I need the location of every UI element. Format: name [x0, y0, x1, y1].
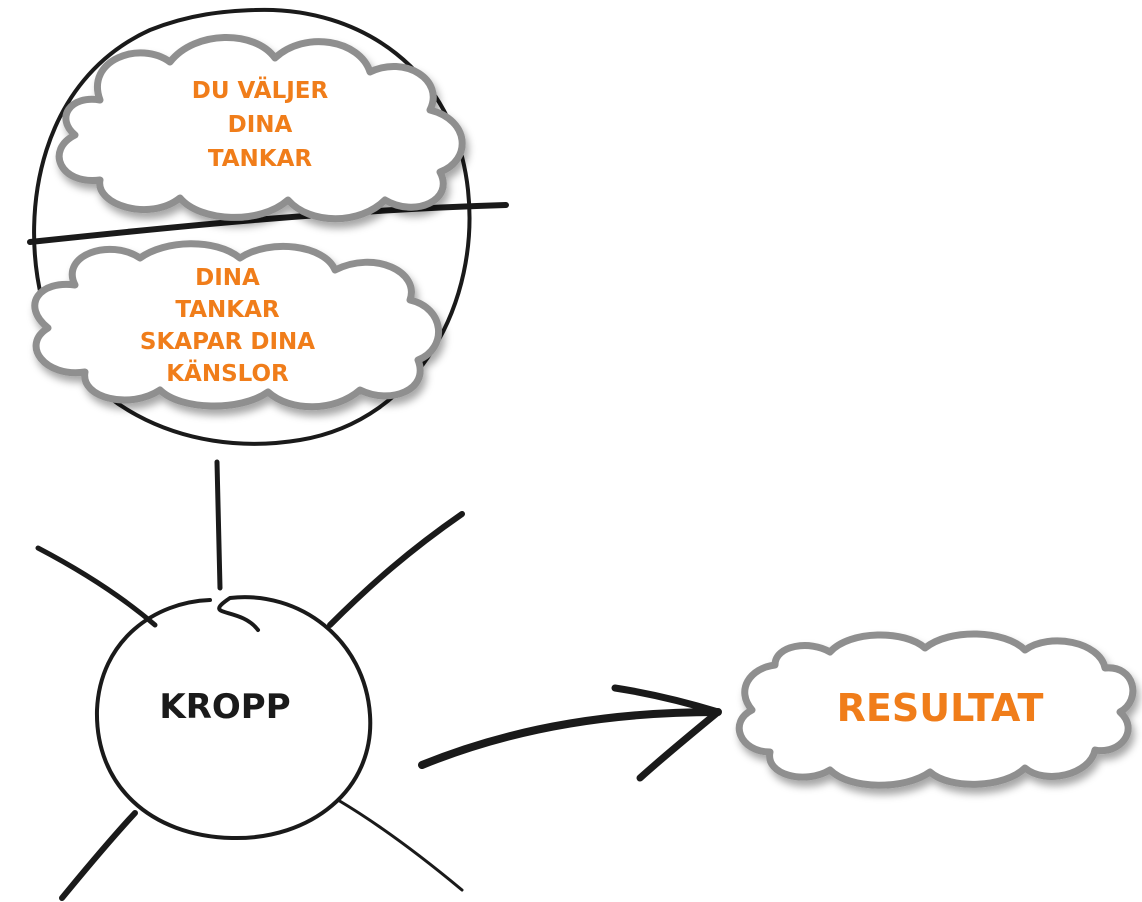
thoughts-choice-line: DU VÄLJER	[191, 78, 329, 104]
thoughts-feelings-line: DINA	[195, 265, 260, 291]
divider-line	[27, 202, 509, 245]
body-ray-bottom-left	[59, 810, 138, 901]
thoughts-feelings-line: TANKAR	[175, 297, 280, 323]
result-arrow-shaft	[418, 708, 722, 769]
thoughts-feelings-line: SKAPAR DINA	[139, 329, 316, 355]
thoughts-choice-text: DU VÄLJER DINA TANKAR	[150, 74, 370, 176]
body-ray-top-right	[327, 511, 465, 628]
thoughts-choice-line: TANKAR	[207, 146, 313, 172]
cloud-result	[735, 630, 1137, 789]
result-arrow-head	[611, 684, 722, 782]
thoughts-feelings-text: DINA TANKAR SKAPAR DINA KÄNSLOR	[105, 262, 350, 390]
cloud-thoughts-feelings	[31, 240, 443, 411]
thoughts-feelings-line: KÄNSLOR	[166, 361, 289, 387]
body-ray-bottom-right	[336, 798, 464, 892]
result-line: RESULTAT	[836, 686, 1044, 730]
cloud-thoughts-choice	[55, 34, 466, 223]
thoughts-choice-line: DINA	[227, 112, 293, 138]
body-circle	[94, 595, 373, 841]
body-ray-top-left	[35, 545, 158, 628]
body-label: KROPP	[159, 687, 291, 727]
result-label: RESULTAT	[790, 687, 1090, 729]
connector-line	[214, 459, 223, 591]
